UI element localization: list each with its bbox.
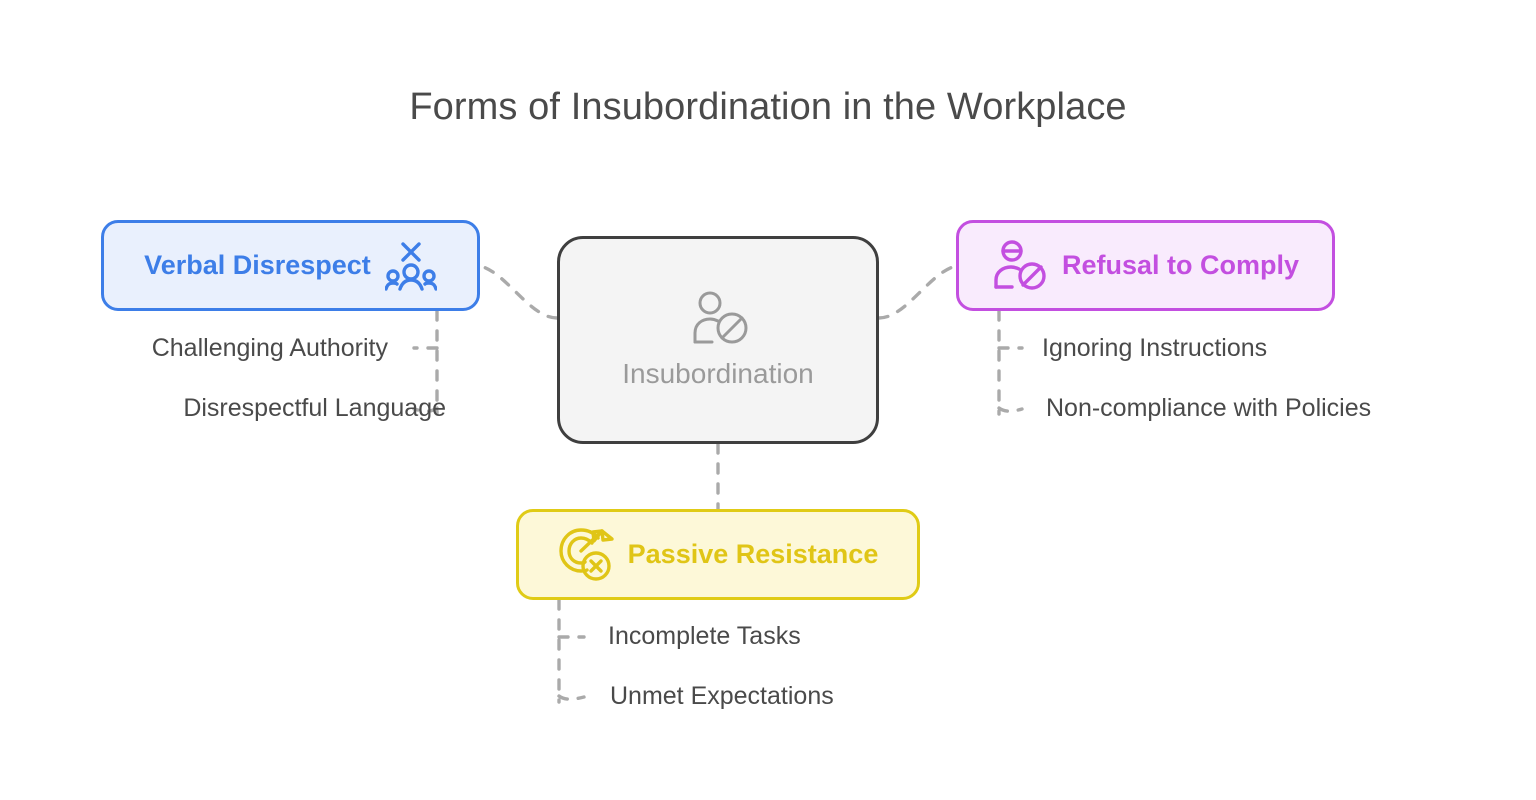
branch-label-verbal-disrespect: Verbal Disrespect [144,250,371,280]
branch-node-passive-resistance[interactable]: Passive Resistance [516,509,920,600]
center-node-label: Insubordination [622,358,814,389]
person-prohibited-icon [994,239,1046,290]
branch-label-passive-resistance: Passive Resistance [627,539,879,569]
branch-node-verbal-disrespect[interactable]: Verbal Disrespect [101,220,480,311]
page-title: Forms of Insubordination in the Workplac… [409,86,1127,128]
leaf-label-challenging-authority: Challenging Authority [151,334,388,362]
connector-refusal-leaf-2 [997,406,1024,413]
connector-passive-leaf-2 [557,694,586,701]
person-prohibited-icon [693,291,748,344]
leaf-label-ignoring-instructions: Ignoring Instructions [1042,334,1268,362]
leaf-label-disrespectful-language: Disrespectful Language [183,394,446,422]
center-node-insubordination[interactable]: Insubordination [557,236,879,444]
target-arrow-x-icon [558,527,614,581]
connector-center-to-refusal [877,264,958,320]
leaf-label-incomplete-tasks: Incomplete Tasks [608,622,801,650]
connector-center-to-verbal [478,264,559,320]
branch-node-refusal-to-comply[interactable]: Refusal to Comply [956,220,1335,311]
branch-label-refusal-to-comply: Refusal to Comply [1061,250,1300,280]
leaf-label-non-compliance-policies: Non-compliance with Policies [1046,394,1372,422]
leaf-label-unmet-expectations: Unmet Expectations [610,682,834,710]
people-group-x-icon [384,241,437,291]
